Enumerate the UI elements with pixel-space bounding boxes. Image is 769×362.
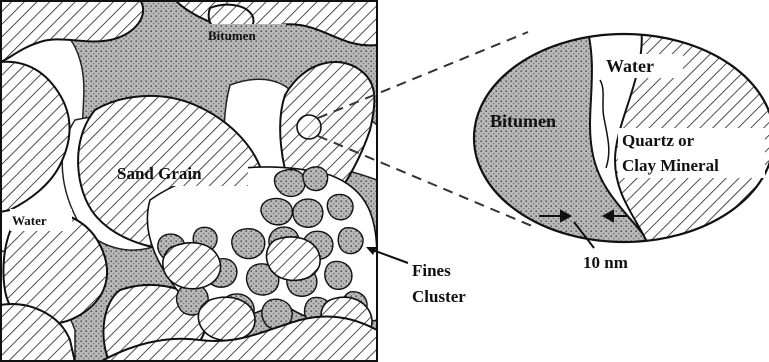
zoom-bitumen-label: Bitumen	[490, 111, 556, 131]
pore-scale-panel: Bitumen Sand Grain Water	[0, 0, 377, 362]
water-label: Water	[12, 213, 47, 228]
fines-label-line1: Fines	[412, 261, 451, 280]
thickness-label: 10 nm	[583, 253, 628, 272]
sand-grain-label: Sand Grain	[117, 164, 202, 183]
magnified-spot	[297, 115, 321, 139]
zoom-water-label: Water	[606, 56, 654, 76]
quartz-label-line1: Quartz or	[622, 131, 695, 150]
quartz-label-line2: Clay Mineral	[622, 156, 719, 175]
fines-label-line2: Cluster	[412, 287, 466, 306]
bitumen-label: Bitumen	[208, 28, 256, 43]
